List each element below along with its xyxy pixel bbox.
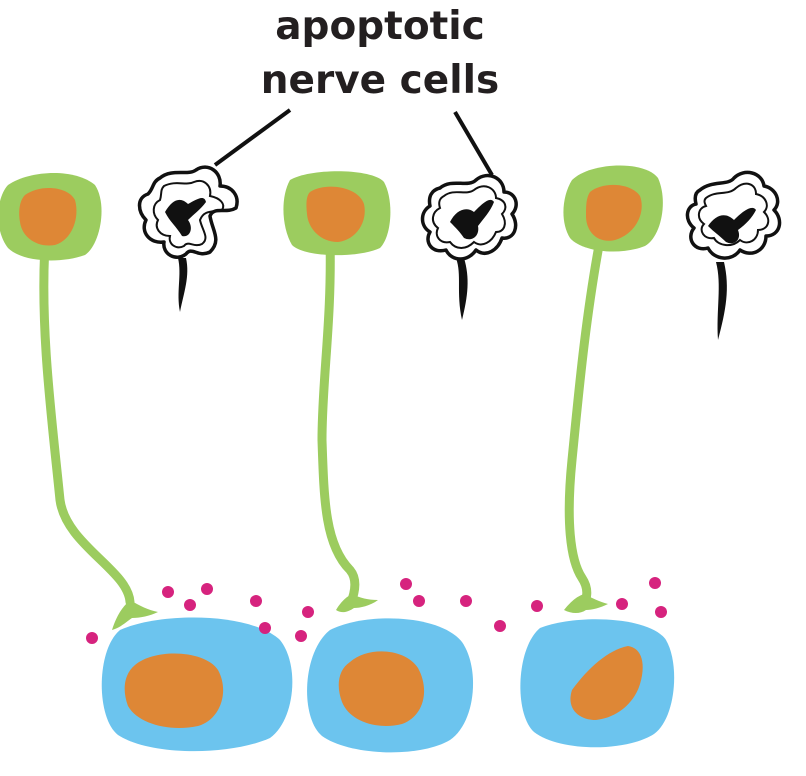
axon-terminal-1 [112, 600, 158, 630]
growth-factor-dot [295, 630, 307, 642]
neuron-nucleus-2 [306, 186, 365, 242]
healthy-neuron-2 [283, 171, 391, 613]
growth-factor-dot [400, 578, 412, 590]
target-cell-nucleus-2 [338, 651, 425, 726]
growth-factor-dot [201, 583, 213, 595]
healthy-neuron-3 [563, 165, 663, 613]
axon-2 [317, 235, 360, 610]
growth-factor-dot [655, 606, 667, 618]
neuron-nucleus-1 [19, 187, 77, 246]
growth-factor-dot [494, 620, 506, 632]
apoptotic-nucleus-3 [708, 207, 756, 244]
apoptotic-nucleus-2 [450, 199, 494, 240]
axon-terminal-2 [336, 594, 378, 613]
growth-factor-dot [616, 598, 628, 610]
apoptotic-body-1-inner [152, 180, 225, 249]
target-cell-nucleus-1 [124, 653, 224, 728]
growth-factor-dots [86, 577, 667, 644]
axon-3 [564, 235, 605, 609]
target-cell-3 [520, 619, 675, 748]
pointer-line-left [213, 108, 292, 167]
growth-factor-dot [86, 632, 98, 644]
axon-1 [39, 240, 135, 607]
apoptotic-neuron-2 [420, 173, 518, 320]
growth-factor-dot [302, 606, 314, 618]
apoptotic-body-2-inner [432, 185, 507, 249]
apoptotic-nucleus-1 [165, 198, 206, 237]
healthy-neuron-1 [0, 173, 158, 630]
apoptotic-axon-1 [178, 258, 188, 312]
axon-terminal-3 [564, 594, 608, 613]
apoptotic-label-line1: apoptotic [275, 4, 485, 49]
apoptotic-label-line2: nerve cells [260, 58, 500, 103]
apoptotic-neuron-3 [685, 170, 782, 340]
apoptotic-label: apoptotic nerve cells [200, 0, 560, 108]
neuron-nucleus-3 [586, 184, 642, 241]
growth-factor-dot [162, 586, 174, 598]
pointer-line-right [453, 110, 494, 177]
growth-factor-dot [184, 599, 196, 611]
growth-factor-dot [531, 600, 543, 612]
apoptotic-body-3-inner [698, 182, 770, 246]
apoptotic-neuron-1 [137, 165, 239, 312]
growth-factor-dot [649, 577, 661, 589]
target-cell-2 [307, 618, 474, 753]
target-cell-1 [101, 617, 293, 752]
growth-factor-dot [250, 595, 262, 607]
growth-factor-dot [413, 595, 425, 607]
apoptotic-axon-3 [716, 262, 727, 340]
target-cell-nucleus-3 [570, 646, 643, 720]
apoptotic-axon-2 [456, 258, 468, 320]
growth-factor-dot [460, 595, 472, 607]
growth-factor-dot [259, 622, 271, 634]
